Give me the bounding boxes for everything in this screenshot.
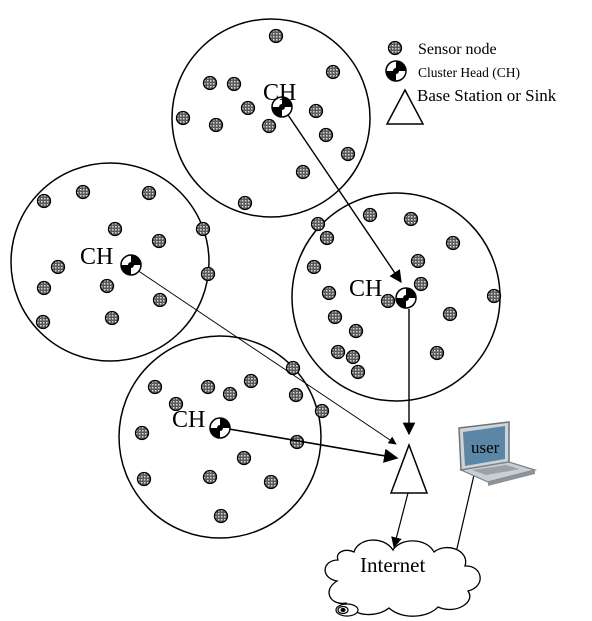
sensor-node [330,344,346,360]
cluster-head-icon [120,254,142,276]
user-label: user [471,438,500,457]
internet-cloud: Internet [324,539,481,617]
cluster-boundary [118,335,322,539]
sensor-node [202,469,218,485]
cloud-tail-icon [335,603,359,617]
cluster-boundary [10,162,210,362]
link-base-to-internet [391,492,409,549]
sensor-node [151,233,167,249]
sensor-node [147,379,163,395]
legend-base-station-label: Base Station or Sink [417,86,557,105]
sensor-node [175,110,191,126]
sensor-node [268,28,284,44]
sensor-node [325,64,341,80]
sensor-node [308,103,324,119]
sensor-node [243,373,259,389]
ch-label: CH [263,80,296,106]
sensor-node [263,474,279,490]
sensor-node-icon [387,40,403,56]
sensor-node [306,259,322,275]
sensor-node [200,266,216,282]
sensor-node [236,450,252,466]
link-left-ch-to-base [136,269,397,445]
sensor-node [237,195,253,211]
cloud-icon [324,539,481,617]
sensor-node [107,221,123,237]
sensor-node [310,216,326,232]
link-bottom-ch-to-base [228,428,399,463]
cluster-boundary [171,18,371,218]
sensor-node [141,185,157,201]
sensor-node [99,278,115,294]
sensor-node [314,403,330,419]
cluster-head-icon [209,417,231,439]
legend-sensor-label: Sensor node [418,41,497,58]
sensor-node [348,323,364,339]
legend: Sensor node Cluster Head (CH) Base Stati… [385,40,557,125]
sensor-node [35,314,51,330]
cluster-heads [120,96,417,439]
sensor-node [195,221,211,237]
sensor-node [410,253,426,269]
cluster-head-icon [385,60,407,82]
sensor-node [50,259,66,275]
link-internet-to-user [454,460,481,558]
sensor-node [486,288,502,304]
sensor-node [345,349,361,365]
sensor-node [350,364,366,380]
sensor-node [380,293,396,309]
sensor-node [362,207,378,223]
sensor-node [295,164,311,180]
sensor-node [202,75,218,91]
sensor-node [340,146,356,162]
links [136,111,481,558]
sensor-node [36,280,52,296]
sensor-node [429,345,445,361]
sensor-node [261,118,277,134]
base-station-icon [389,442,429,494]
sensor-node [213,508,229,524]
sensor-node [226,76,242,92]
internet-label: Internet [360,553,425,577]
sensor-node [75,184,91,200]
sensor-node [327,309,343,325]
base-station-icon [385,88,425,125]
sensor-node [36,193,52,209]
ch-label: CH [349,276,382,302]
sensor-node [240,100,256,116]
sensor-node [208,117,224,133]
sensor-node [445,235,461,251]
sensor-node [318,127,334,143]
sensor-node [403,211,419,227]
sensor-node [104,310,120,326]
sensor-node [319,230,335,246]
sensor-node [136,471,152,487]
sensor-node [288,387,304,403]
sensor-node [321,285,337,301]
sensor-node [442,306,458,322]
sensor-node [134,425,150,441]
cluster-left [10,162,210,362]
sensor-node [285,360,301,376]
laptop-screen [463,426,505,466]
cluster-bottom [118,335,322,539]
legend-cluster-head-label: Cluster Head (CH) [418,65,520,80]
sensor-node [222,386,238,402]
sensor-node [152,292,168,308]
cluster-top [171,18,371,218]
cluster-head-icon [395,287,417,309]
link-top-ch-to-right-ch [285,111,402,284]
sensor-node [200,379,216,395]
sensor-node [413,276,429,292]
ch-label: CH [80,244,113,270]
ch-label: CH [172,407,205,433]
user-laptop: user [458,421,538,486]
